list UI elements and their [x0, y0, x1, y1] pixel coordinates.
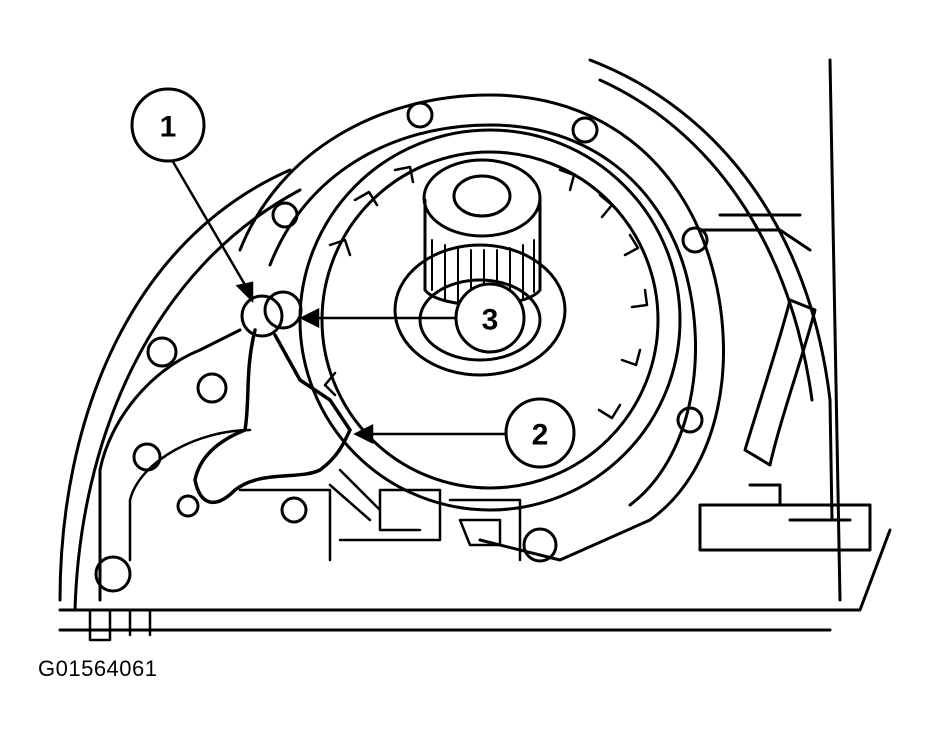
- valve-hole: [196, 372, 228, 404]
- callout-3-label: 3: [482, 304, 499, 337]
- callout-3: 3: [454, 282, 526, 354]
- valve-hole: [280, 496, 308, 524]
- manual-lever: [193, 328, 352, 505]
- input-shaft-top: [422, 158, 542, 238]
- bracket: [698, 213, 812, 252]
- callout-1-label: 1: [160, 111, 177, 144]
- figure-id-label: G01564061: [38, 656, 158, 681]
- callout-2-label: 2: [532, 419, 549, 452]
- shaft-base: [393, 243, 567, 377]
- pump-flange: [238, 93, 725, 562]
- valve-body: [98, 328, 242, 602]
- housing-large-arc-inner: [598, 78, 814, 402]
- housing-inner-arc: [73, 188, 302, 612]
- pump-flange-inner: [268, 123, 698, 507]
- right-fitting: [698, 483, 872, 552]
- housing-large-arc: [588, 58, 834, 522]
- bolt-hole: [522, 527, 558, 563]
- right-cylinder: [743, 298, 817, 467]
- bolt-hole: [681, 226, 709, 254]
- bolt-hole: [571, 116, 599, 144]
- oil-pan: [58, 528, 892, 632]
- callout-1: 1: [130, 87, 206, 163]
- bolt-hole: [271, 201, 299, 229]
- valve-hole: [146, 336, 178, 368]
- shaft-splines: [431, 239, 535, 307]
- bolt-hole: [406, 101, 434, 129]
- gear-ring-inner: [320, 150, 660, 490]
- callout-1-leader: [170, 159, 250, 291]
- valve-hole: [94, 555, 132, 593]
- shaft-base-inner: [418, 278, 542, 362]
- callout-1-arrowhead: [235, 281, 254, 304]
- valve-hole: [176, 494, 200, 518]
- retaining-clip: [263, 290, 303, 330]
- gear-teeth: [323, 165, 649, 420]
- callout-3-arrowhead: [299, 307, 320, 329]
- callout-2-arrowhead: [353, 423, 374, 445]
- housing-right-edge: [828, 58, 842, 602]
- housing-outer-arc: [58, 168, 292, 602]
- bolt-hole: [676, 406, 704, 434]
- gear-ring: [298, 128, 682, 512]
- valve-channels: [128, 428, 522, 562]
- valve-hole: [132, 442, 162, 472]
- detent-pin: [240, 294, 284, 338]
- bolts: [88, 608, 152, 642]
- callout-2: 2: [504, 397, 576, 469]
- input-shaft-bore: [452, 174, 512, 218]
